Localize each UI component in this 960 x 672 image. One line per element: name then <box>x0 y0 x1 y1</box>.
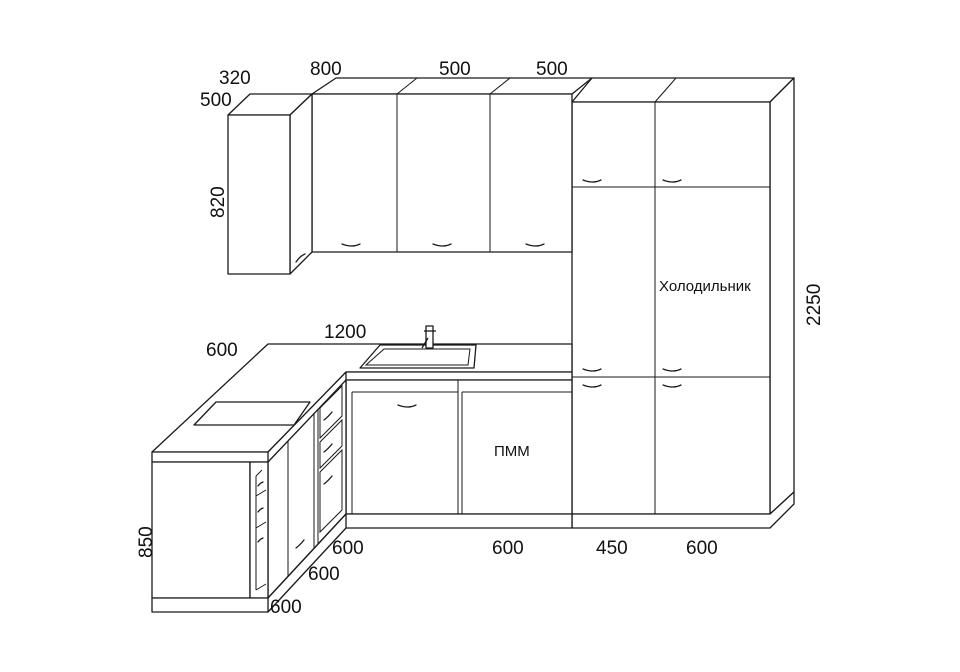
countertop-side-edge <box>151 451 269 463</box>
handle <box>323 411 333 421</box>
dim-total-height: 2250 <box>804 284 825 326</box>
tall-column-top <box>571 77 795 103</box>
dim-upper-corner-width: 500 <box>200 90 232 111</box>
refrigerator-label: Холодильник <box>659 278 751 295</box>
handle <box>662 384 682 388</box>
dim-upper-corner-depth: 320 <box>219 68 251 89</box>
dim-base-front-3: 600 <box>686 538 718 559</box>
dim-base-left-2: 600 <box>308 564 340 585</box>
dim-upper-cab-3: 500 <box>536 59 568 80</box>
dim-base-left-1: 600 <box>332 538 364 559</box>
upper-cabinets-top <box>311 77 593 95</box>
handle <box>582 384 602 388</box>
handle <box>397 404 417 408</box>
handle <box>662 179 682 183</box>
upper-corner-side <box>289 93 313 275</box>
tall-column-side <box>769 77 795 515</box>
dim-upper-cab-2: 500 <box>439 59 471 80</box>
dim-counter-side-depth: 600 <box>206 340 238 361</box>
base-front-face <box>151 461 251 599</box>
handle <box>323 443 333 453</box>
sink <box>359 344 477 369</box>
handle <box>582 368 602 372</box>
handle <box>257 537 264 543</box>
upper-cabinets-front <box>311 93 573 253</box>
dishwasher-label: ПММ <box>494 443 530 460</box>
dimension-labels: 320 500 800 500 500 820 2250 600 1200 85… <box>136 59 825 618</box>
dim-counter-length: 1200 <box>324 322 366 343</box>
handle <box>295 539 305 549</box>
handle <box>582 179 602 183</box>
handle <box>432 243 452 247</box>
dim-base-front-1: 600 <box>492 538 524 559</box>
dim-base-front-2: 450 <box>596 538 628 559</box>
dim-upper-height: 820 <box>208 186 229 218</box>
base-front-plinth <box>151 597 269 613</box>
hob <box>193 401 311 426</box>
upper-cabinets <box>311 77 593 253</box>
countertop <box>151 325 573 463</box>
handle <box>525 243 545 247</box>
handle <box>257 507 264 513</box>
base-back-plinth <box>339 513 573 529</box>
handle <box>295 253 306 263</box>
handle <box>323 475 333 485</box>
base-cabinets-back <box>339 379 573 529</box>
upper-corner-front <box>227 114 291 275</box>
handle <box>257 481 264 487</box>
base-front-side <box>249 461 269 599</box>
dim-base-height: 850 <box>136 526 157 558</box>
faucet <box>421 325 436 349</box>
base-back-front <box>345 379 573 515</box>
handle <box>341 243 361 247</box>
dim-upper-cab-1: 800 <box>310 59 342 80</box>
dim-base-left-3: 600 <box>270 597 302 618</box>
upper-corner-cabinet <box>227 93 313 275</box>
countertop-front-edge <box>345 371 573 381</box>
base-cabinet-front <box>151 461 269 613</box>
tall-column <box>571 77 795 529</box>
tall-column-front <box>571 101 771 515</box>
handle <box>662 368 682 372</box>
